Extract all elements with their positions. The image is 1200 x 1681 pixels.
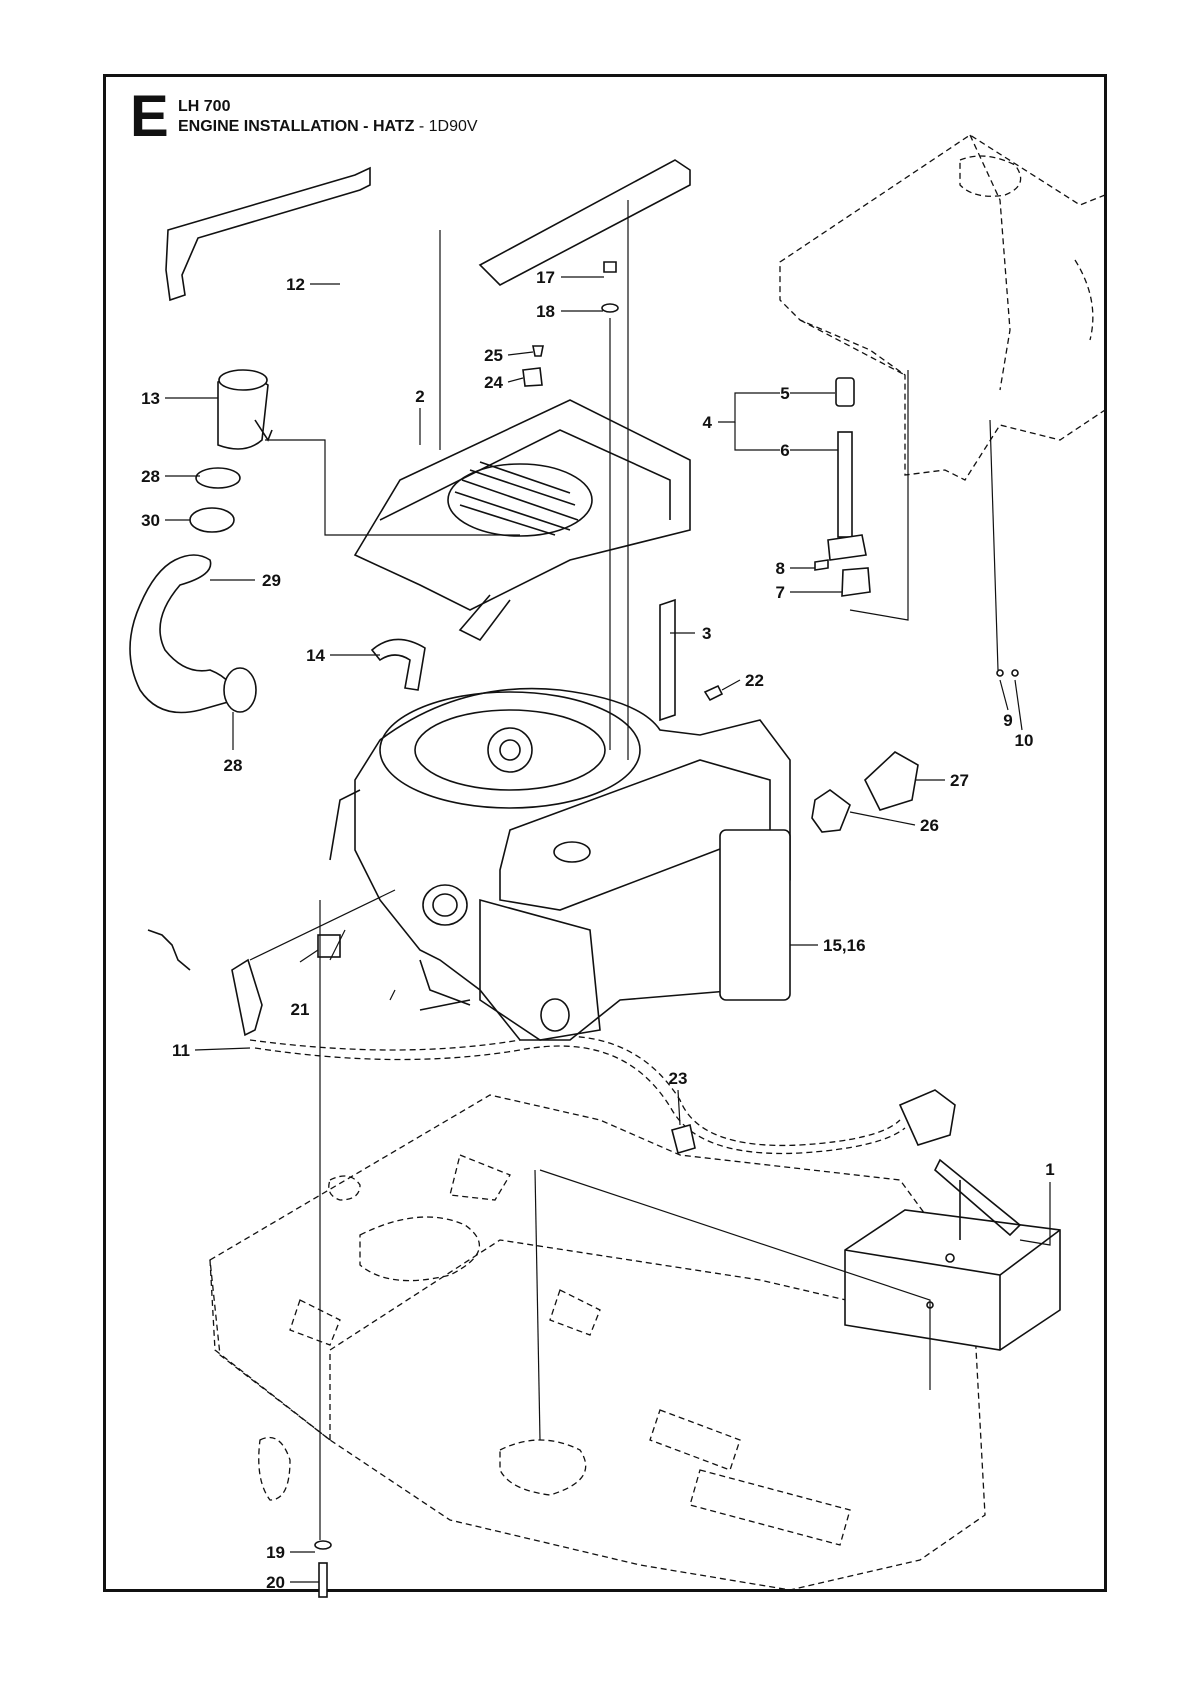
part-20-bolt xyxy=(318,1562,328,1598)
callout-28-lower: 28 xyxy=(224,756,243,775)
part-25-screw xyxy=(532,345,544,357)
part-19-washer xyxy=(314,1540,332,1550)
part-28-clamp-lower xyxy=(223,667,257,713)
part-9-nut xyxy=(996,669,1004,677)
callout-10: 10 xyxy=(1015,731,1034,750)
callout-21: 21 xyxy=(291,1000,310,1019)
callout-6: 6 xyxy=(780,441,789,460)
part-10-nut xyxy=(1011,669,1019,677)
callout-25: 25 xyxy=(484,346,503,365)
part-throttle-unit xyxy=(898,1089,956,1146)
upper-chassis-outline xyxy=(779,134,1106,481)
part-24-clip xyxy=(522,367,543,387)
callout-9: 9 xyxy=(1003,711,1012,730)
model-name: LH 700 xyxy=(178,98,231,115)
part-14-hose-clip xyxy=(370,638,426,691)
callout-1: 1 xyxy=(1045,1160,1054,1179)
callout-19: 19 xyxy=(266,1543,285,1562)
throttle-cable xyxy=(249,1035,901,1147)
callout-12: 12 xyxy=(286,275,305,294)
callout-13: 13 xyxy=(141,389,160,408)
callout-7: 7 xyxy=(776,583,785,602)
part-12-rubber-strip xyxy=(165,166,371,302)
assembly-lines xyxy=(249,200,999,1540)
callout-leaders xyxy=(165,276,1051,1583)
title-suffix: - 1D90V xyxy=(414,118,478,135)
callout-26: 26 xyxy=(920,816,939,835)
part-29-hose xyxy=(129,554,236,714)
part-3-plate xyxy=(659,598,676,722)
part-1-bracket xyxy=(844,1158,1061,1351)
callout-15-16: 15,16 xyxy=(823,936,866,955)
part-18-washer xyxy=(601,303,619,313)
callout-22: 22 xyxy=(745,671,764,690)
callout-28-upper: 28 xyxy=(141,467,160,486)
part-30-sleeve xyxy=(189,507,235,533)
drawing-frame xyxy=(103,74,1107,1592)
callout-24: 24 xyxy=(484,373,503,392)
callout-20: 20 xyxy=(266,1573,285,1592)
callout-17: 17 xyxy=(536,268,555,287)
part-13-intake-elbow xyxy=(217,369,273,450)
title-main: ENGINE INSTALLATION - HATZ xyxy=(178,118,415,135)
part-17-screw xyxy=(603,261,617,273)
tube-strip xyxy=(478,159,691,286)
callout-8: 8 xyxy=(776,559,785,578)
part-26-clamp xyxy=(811,789,851,833)
callout-27: 27 xyxy=(950,771,969,790)
part-22-screw xyxy=(703,684,724,702)
part-2-shroud xyxy=(353,399,691,642)
sheet-letter: E xyxy=(130,84,169,149)
part-15-16-engine xyxy=(329,687,791,1041)
callout-30: 30 xyxy=(141,511,160,530)
lower-frame-outline xyxy=(209,1094,986,1591)
callout-14: 14 xyxy=(306,646,325,665)
spring xyxy=(147,929,191,971)
callout-2: 2 xyxy=(415,387,424,406)
part-4-strut-assembly xyxy=(827,377,871,597)
part-28-clamp-upper xyxy=(195,467,241,489)
part-23-grommet xyxy=(671,1124,696,1155)
callout-4: 4 xyxy=(703,413,713,432)
callout-18: 18 xyxy=(536,302,555,321)
callout-11: 11 xyxy=(172,1041,190,1060)
part-27-elbow xyxy=(864,751,919,811)
callout-5: 5 xyxy=(780,384,789,403)
callout-3: 3 xyxy=(702,624,711,643)
callout-labels: 1 2 3 4 5 6 7 8 9 10 11 12 13 14 15,16 1… xyxy=(141,268,1055,1592)
part-11-lever xyxy=(231,958,263,1037)
diagram-title: ENGINE INSTALLATION - HATZ - 1D90V xyxy=(178,118,478,136)
part-8-screw xyxy=(814,559,829,571)
callout-29: 29 xyxy=(262,571,281,590)
callout-23: 23 xyxy=(669,1069,688,1088)
